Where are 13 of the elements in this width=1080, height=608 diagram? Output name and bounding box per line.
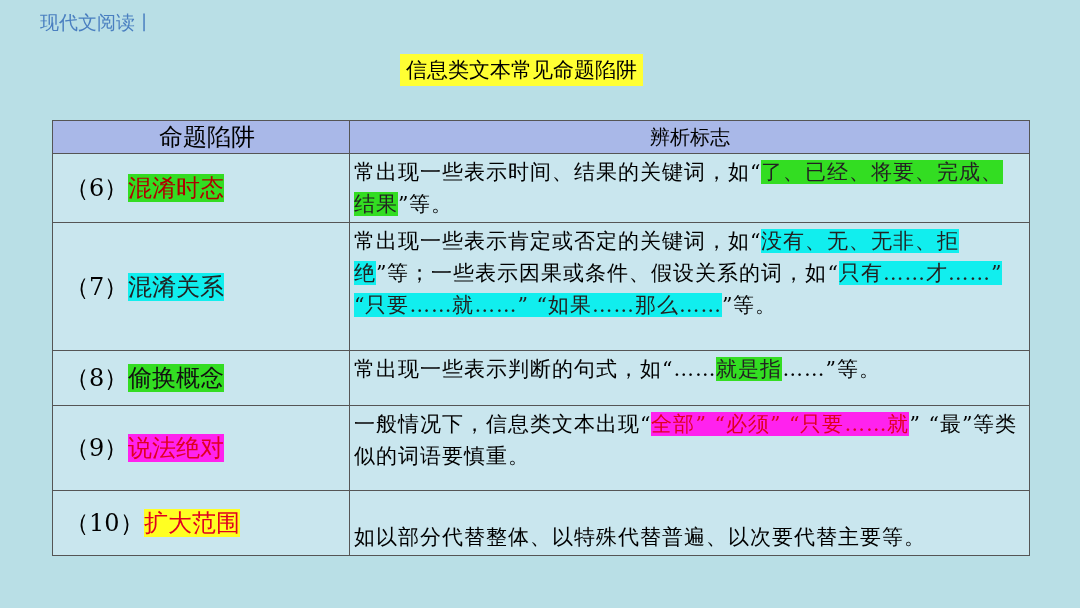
- trap-name-cell: （7）混淆关系: [52, 222, 350, 351]
- description-cell: 一般情况下，信息类文本出现“全部” “必须” “只要……就” “最”等类似的词语要慎重。: [349, 405, 1030, 491]
- trap-name-cell: （9）说法绝对: [52, 405, 350, 491]
- description-cell: 如以部分代替整体、以特殊代替普遍、以次要代替主要等。: [349, 490, 1030, 556]
- trap-name-cell: （6）混淆时态: [52, 153, 350, 223]
- header-cell: 命题陷阱: [52, 120, 350, 154]
- header-cell: 辨析标志: [349, 120, 1030, 154]
- description-cell: 常出现一些表示时间、结果的关键词，如“了、已经、将要、完成、结果”等。: [349, 153, 1030, 223]
- trap-name-cell: （10）扩大范围: [52, 490, 350, 556]
- section-header: 现代文阅读丨: [40, 10, 154, 35]
- title: 信息类文本常见命题陷阱: [400, 54, 643, 86]
- trap-name-cell: （8）偷换概念: [52, 350, 350, 406]
- description-cell: 常出现一些表示肯定或否定的关键词，如“没有、无、无非、拒绝”等；一些表示因果或条件、假设关系的词，如“只有……才……” “只要……就……” “如果……那么……”等。: [349, 222, 1030, 351]
